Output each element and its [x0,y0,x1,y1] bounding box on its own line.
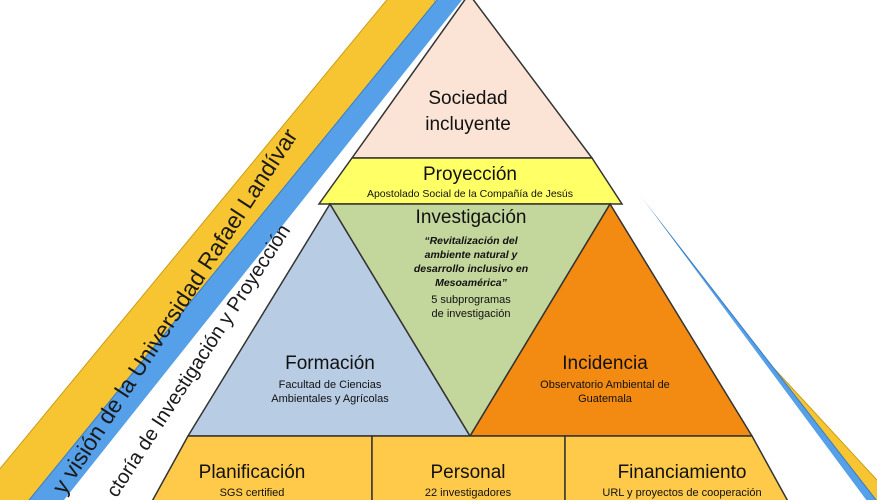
investigacion-note-line: de investigación [431,308,511,320]
investigacion-quote-line: Mesoamérica” [435,277,507,289]
sociedad-title-line1: Sociedad [428,88,508,109]
investigacion-title: Investigación [415,207,527,228]
incidencia-subtitle: Observatorio Ambiental de Guatemala [515,378,695,406]
sociedad-title-line2: incluyente [425,114,511,135]
planificacion-title: Planificación [198,462,306,483]
proyeccion-title: Proyección [423,164,517,185]
investigacion-note: 5 subprogramas de investigación [396,293,546,321]
investigacion-quote: “Revitalización del ambiente natural y d… [386,234,556,290]
investigacion-quote-line: “Revitalización del [424,235,518,247]
proyeccion-subtitle: Apostolado Social de la Compañía de Jesú… [366,188,574,200]
proyeccion-band [317,157,624,205]
planificacion-box [151,435,373,500]
incidencia-title: Incidencia [562,353,648,374]
investigacion-note-line: 5 subprogramas [431,294,511,306]
investigacion-quote-line: desarrollo inclusivo en [413,263,529,275]
formacion-subtitle-line: Facultad de Ciencias [278,379,382,391]
sociedad-title: Sociedad incluyente [400,88,536,136]
financiamiento-subtitle: URL y proyectos de cooperación [602,487,762,499]
formacion-subtitle-line: Ambientales y Agrícolas [271,393,389,405]
incidencia-subtitle-line: Guatemala [578,393,632,405]
planificacion-subtitle: SGS certified [219,487,285,499]
financiamiento-box [564,435,789,500]
investigacion-triangle [328,203,612,438]
formacion-title: Formación [285,353,375,374]
personal-title: Personal [430,462,506,483]
financiamiento-title: Financiamiento [617,462,747,483]
personal-subtitle: 22 investigadores [424,487,512,499]
investigacion-quote-line: ambiente natural y [424,249,518,261]
incidencia-subtitle-line: Observatorio Ambiental de [540,379,670,391]
formacion-subtitle: Facultad de Ciencias Ambientales y Agríc… [240,378,420,406]
